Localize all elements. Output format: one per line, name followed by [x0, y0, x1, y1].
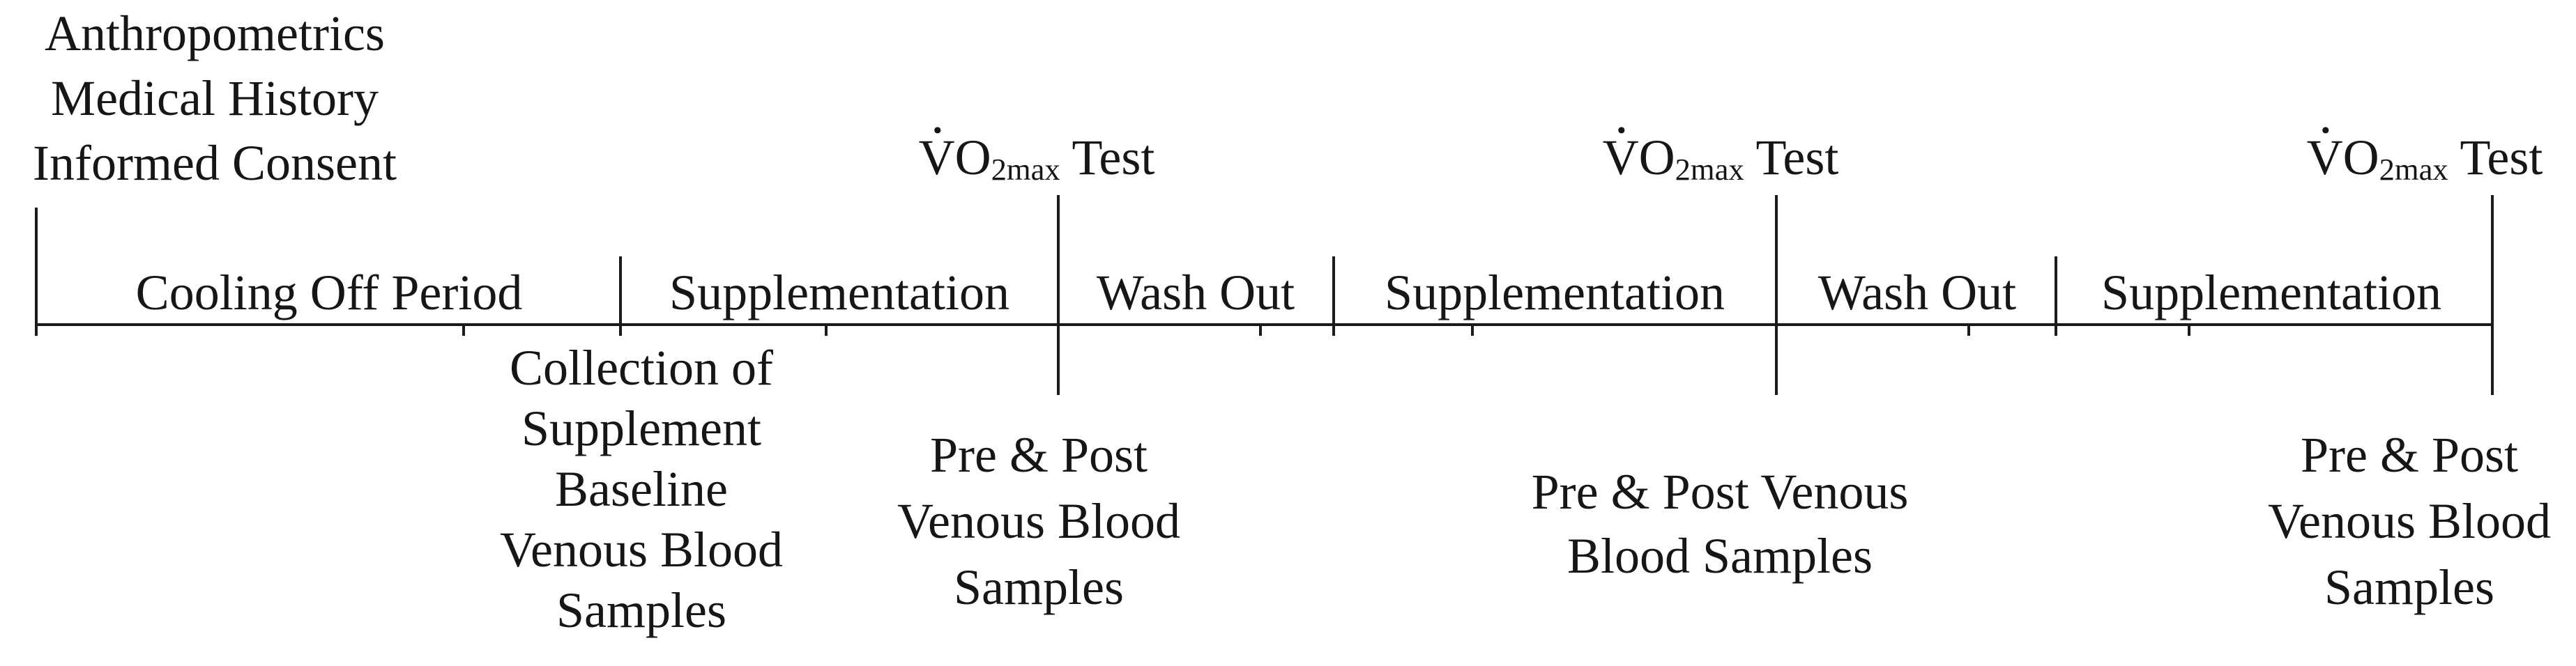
phase-divider-3: [2055, 256, 2057, 336]
phase-label-wash-out-1: Wash Out: [1096, 265, 1295, 320]
phase-label-wash-out-2: Wash Out: [1817, 265, 2017, 320]
vo2max-o: O: [2342, 130, 2379, 185]
vo2max-test-label-1: VO2max Test: [919, 132, 1155, 185]
phase-divider-1: [619, 256, 622, 336]
baseline-visit-line-medical-history: Medical History: [51, 70, 379, 126]
phase-divider-2: [1332, 256, 1335, 336]
vo2max-test-label-2: VO2max Test: [1603, 132, 1839, 185]
event-line: Pre & Post: [2300, 427, 2519, 483]
tick-mark: [825, 325, 828, 336]
event-line: Pre & Post: [929, 427, 1148, 483]
vo2max-v-with-dot: V: [918, 130, 955, 185]
event-label-blood-samples-1: Pre & Post Venous Blood Samples: [897, 422, 1180, 621]
baseline-visit-labels: Anthropometrics Medical History Informed…: [33, 1, 397, 196]
vo2max-o: O: [954, 130, 991, 185]
event-line: Venous Blood: [499, 522, 784, 578]
tick-mark: [1259, 325, 1262, 336]
event-line: Samples: [954, 559, 1124, 615]
vo2max-test-label-3: VO2max Test: [2307, 132, 2543, 185]
vo2max-test-word: Test: [1744, 130, 1839, 185]
phase-label-supplementation-2: Supplementation: [1385, 265, 1725, 320]
event-line: Blood Samples: [1567, 528, 1873, 584]
tick-mark: [1967, 325, 1970, 336]
vo2max-marker-line-1: [1057, 195, 1060, 395]
event-line: Samples: [2324, 559, 2494, 615]
event-label-blood-samples-3: Pre & Post Venous Blood Samples: [2268, 422, 2551, 621]
tick-mark: [2188, 325, 2190, 336]
baseline-visit-line-anthropometrics: Anthropometrics: [45, 6, 385, 61]
timeline-axis: [36, 323, 2494, 326]
event-line: Venous Blood: [2267, 493, 2552, 549]
event-label-baseline-collection: Collection of Supplement Baseline Venous…: [500, 338, 783, 641]
event-line: Collection of: [510, 340, 773, 396]
vo2max-subscript: 2max: [991, 152, 1060, 187]
study-start-line: [35, 208, 38, 336]
vo2max-test-word: Test: [2448, 130, 2543, 185]
event-line: Baseline: [555, 461, 728, 517]
event-label-blood-samples-2: Pre & Post Venous Blood Samples: [1532, 460, 1909, 588]
vo2max-subscript: 2max: [1675, 152, 1744, 187]
event-line: Venous Blood: [897, 493, 1181, 549]
event-line: Samples: [556, 582, 726, 638]
vo2max-v-with-dot: V: [1602, 130, 1639, 185]
vo2max-marker-line-3: [2491, 195, 2494, 395]
phase-label-supplementation-1: Supplementation: [669, 265, 1009, 320]
phase-label-cooling-off-period: Cooling Off Period: [135, 265, 523, 320]
phase-label-supplementation-3: Supplementation: [2101, 265, 2441, 320]
vo2max-o: O: [1638, 130, 1675, 185]
baseline-visit-line-informed-consent: Informed Consent: [33, 135, 397, 191]
tick-mark: [1471, 325, 1474, 336]
event-line: Pre & Post Venous: [1531, 464, 1909, 520]
vo2max-marker-line-2: [1775, 195, 1778, 395]
event-line: Supplement: [521, 401, 761, 456]
tick-mark: [462, 325, 465, 336]
vo2max-test-word: Test: [1060, 130, 1155, 185]
vo2max-subscript: 2max: [2379, 152, 2448, 187]
vo2max-v-with-dot: V: [2306, 130, 2343, 185]
